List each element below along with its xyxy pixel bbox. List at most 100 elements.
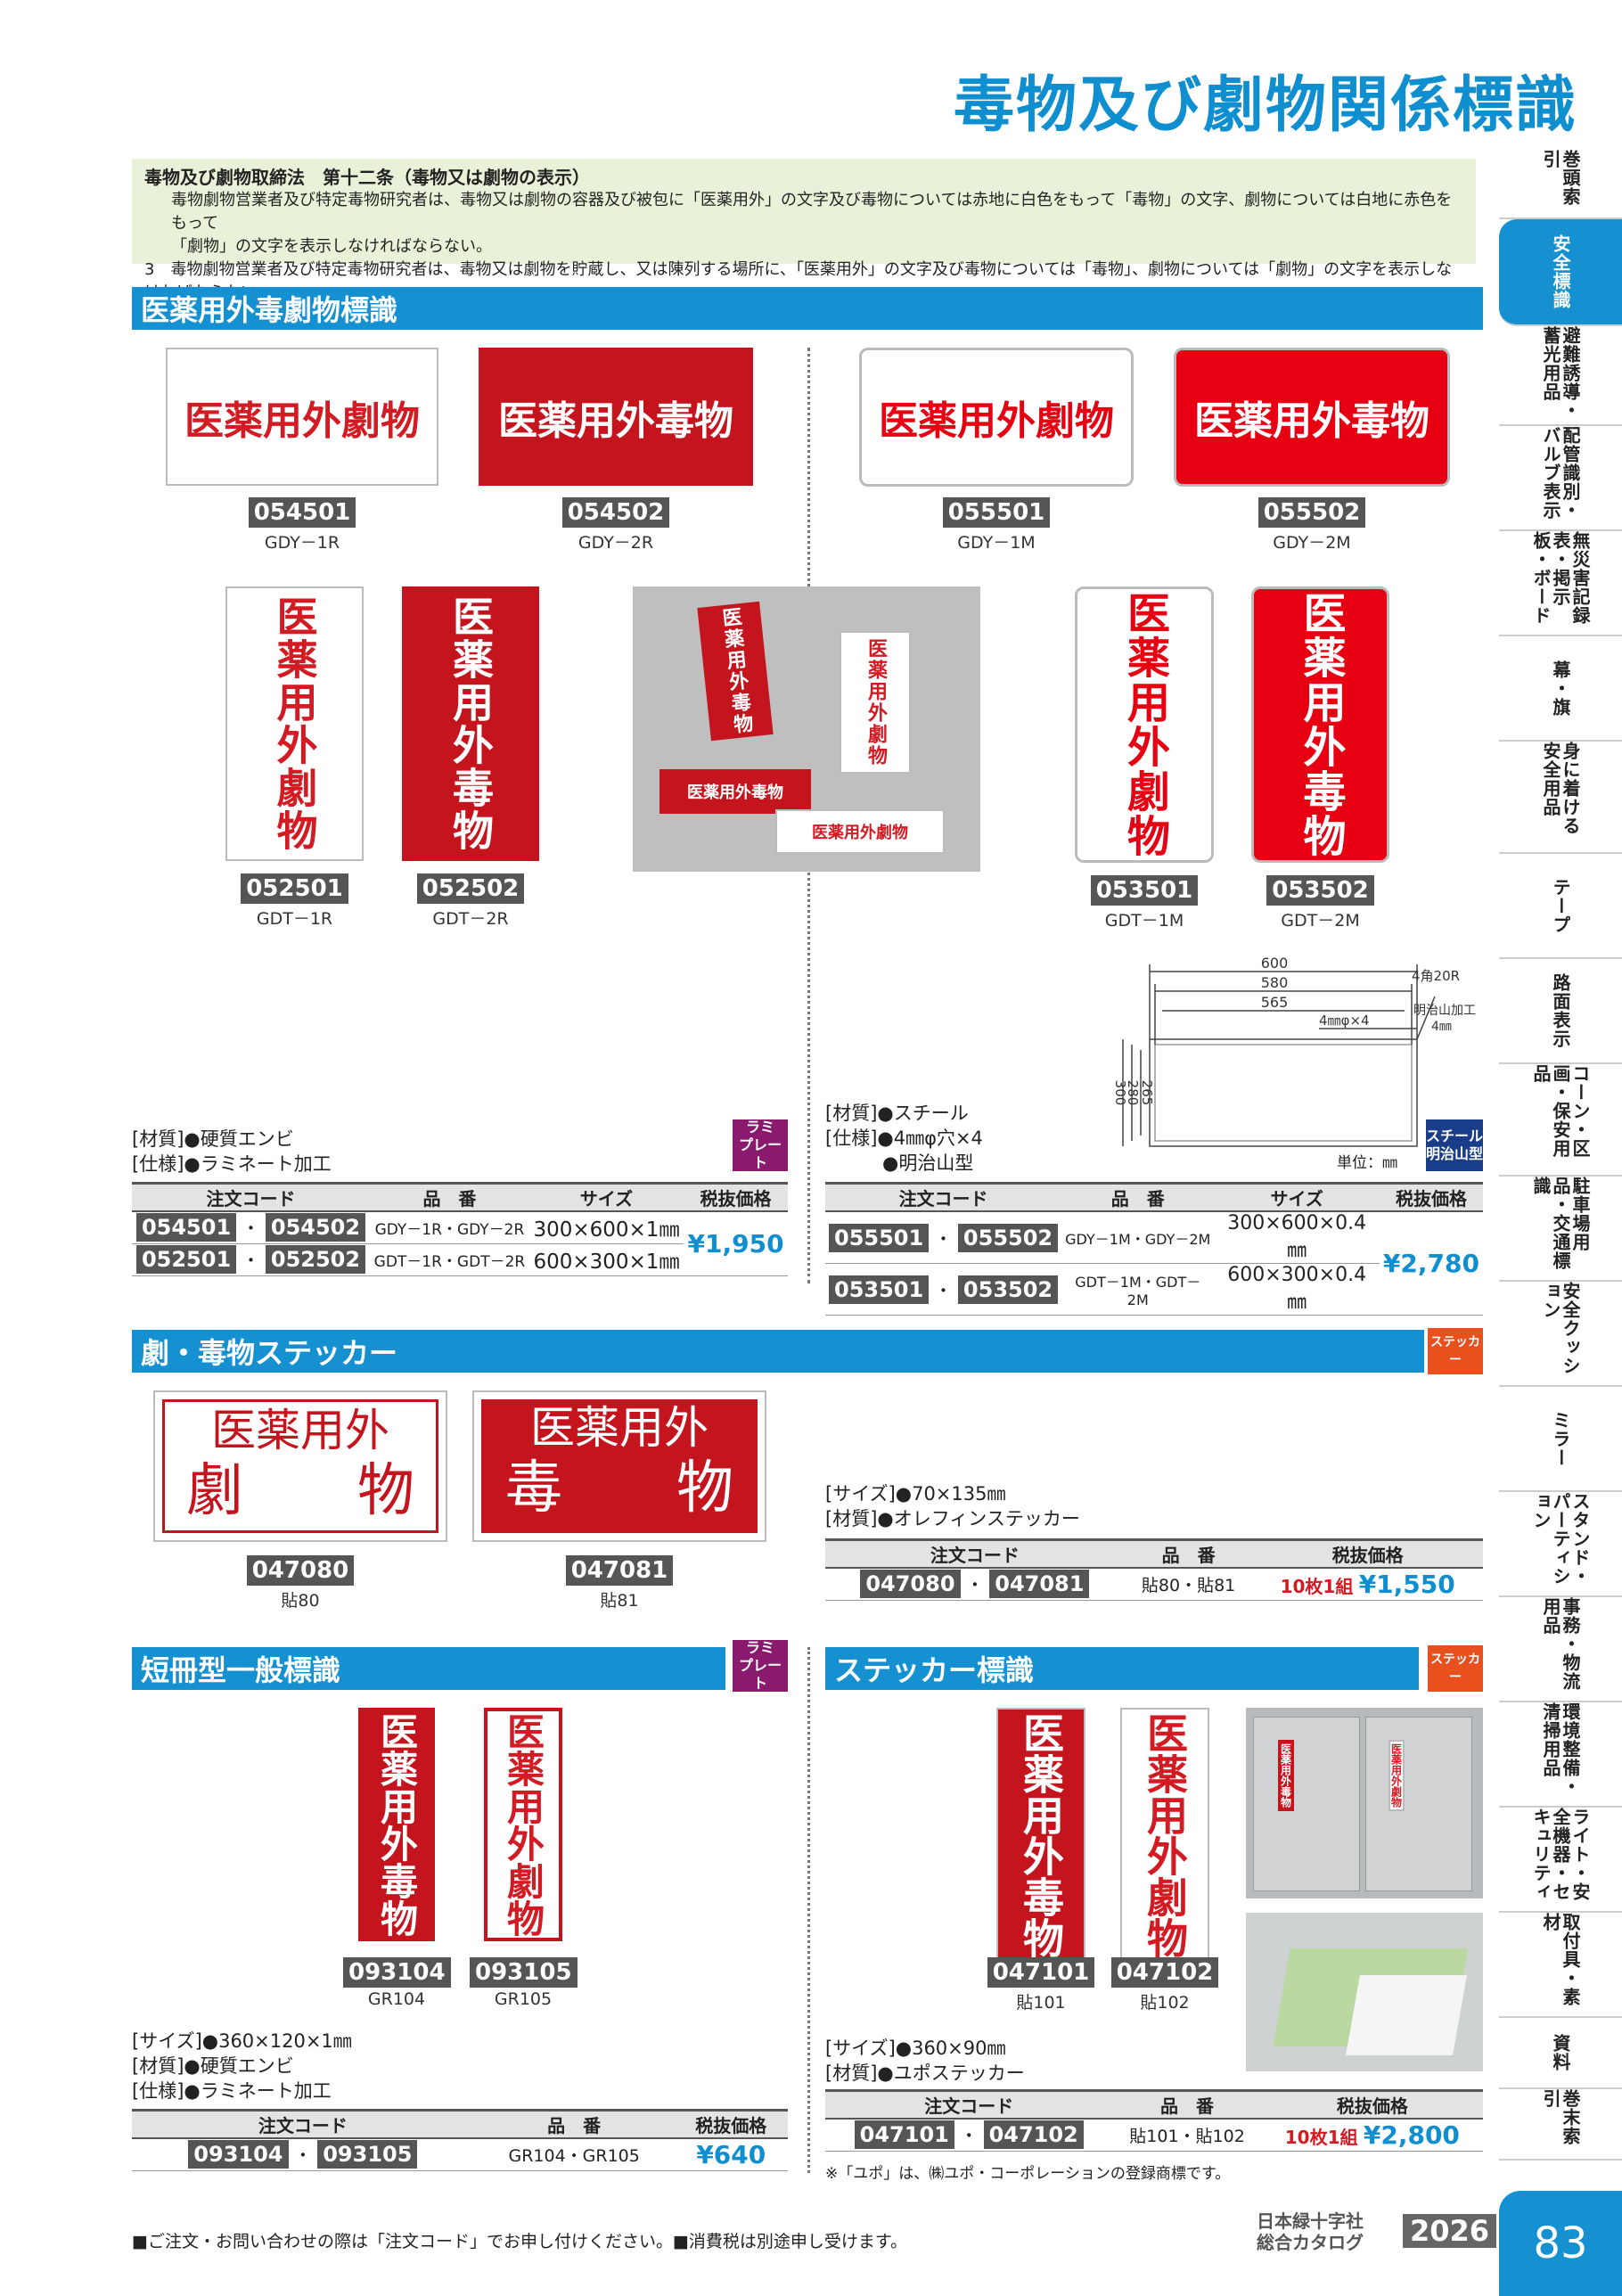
tab-label: 路面表示 <box>1550 973 1571 1048</box>
th-model: 品 番 <box>1061 1182 1215 1212</box>
tab-wearables[interactable]: 身に着ける安全用品 <box>1499 742 1622 854</box>
tab-label: コーン・区画・保安用品 <box>1530 1064 1591 1158</box>
photo-sticker-poison: 医薬用外毒物 <box>659 769 811 814</box>
tab-mirrors[interactable]: ミラー <box>1499 1387 1622 1492</box>
price: ¥2,800 <box>1363 2120 1460 2150</box>
tab-label: 配管識別・バルブ表示 <box>1540 426 1581 520</box>
dim-580: 580 <box>1261 974 1289 991</box>
order-code: 052501 <box>135 1245 237 1274</box>
sticker-badge: ステッカー <box>1428 1645 1483 1692</box>
law-paragraph-1b: 「劇物」の文字を表示しなければならない。 <box>171 237 492 256</box>
th-price: 税抜価格 <box>1261 2089 1483 2120</box>
tab-curtains[interactable]: 幕・旗 <box>1499 636 1622 742</box>
order-code: 052502 <box>416 873 525 904</box>
tab-label: スタンド・パーティション <box>1530 1492 1591 1586</box>
order-code: 047101 <box>854 2120 954 2150</box>
dim-300: 300 <box>1112 1080 1128 1106</box>
model-number: 貼81 <box>600 1591 639 1611</box>
sticker-badge: ステッカー <box>1428 1328 1483 1374</box>
order-code: 053501 <box>1090 875 1199 906</box>
page-title: 毒物及び劇物関係標識 <box>953 70 1577 141</box>
order-code: 053502 <box>957 1275 1059 1304</box>
order-code: 052501 <box>241 873 348 904</box>
catalog-year: 2026 <box>1403 2214 1497 2248</box>
tab-parking[interactable]: 駐車場用品・交通標識 <box>1499 1177 1622 1282</box>
tab-front-index[interactable]: 巻頭索引 <box>1499 150 1622 219</box>
left-spec: [材質]●硬質エンビ [仕様]●ラミネート加工 <box>132 1127 332 1177</box>
model-number: GDT－1R <box>256 909 333 929</box>
tab-label: 駐車場用品・交通標識 <box>1530 1177 1591 1270</box>
set-count: 10枚1組 <box>1284 2126 1358 2148</box>
dim-565: 565 <box>1261 994 1289 1011</box>
sign-093104: 医薬用外毒物 <box>358 1708 435 1941</box>
footer-note: ■ご注文・お問い合わせの際は「注文コード」でお申し付けください。■消費税は別途申… <box>132 2232 908 2251</box>
sign-052502: 医薬用外毒物 <box>402 586 539 861</box>
lami-plate-badge: ラミ プレート <box>733 1639 788 1692</box>
sign-054502: 医薬用外毒物 <box>479 348 753 486</box>
order-code: 047101 <box>987 1957 1095 1988</box>
sign-055502: 医薬用外毒物 <box>1174 348 1450 487</box>
tab-road-marking[interactable]: 路面表示 <box>1499 959 1622 1064</box>
tab-boards[interactable]: 無災害記録表・掲示板・ボード <box>1499 531 1622 636</box>
tab-label: 幕・旗 <box>1550 660 1571 717</box>
finish: [仕様]●4㎜φ穴×4 <box>825 1128 983 1149</box>
tab-piping[interactable]: 配管識別・バルブ表示 <box>1499 426 1622 531</box>
sticker-spec: [サイズ]●70×135㎜ [材質]●オレフィンステッカー <box>825 1481 1080 1531</box>
tab-label: 巻末索引 <box>1540 2089 1581 2145</box>
model-number: GDY－1R・GDY－2R <box>370 1211 529 1244</box>
sign-047102: 医薬用外劇物 <box>1120 1708 1209 1963</box>
order-code: 055502 <box>957 1223 1059 1252</box>
order-code: 054501 <box>248 497 356 528</box>
steel-badge: スチール 明治山型 <box>1426 1119 1483 1171</box>
tab-evacuation[interactable]: 避難誘導・蓄光用品 <box>1499 326 1622 426</box>
section-header-poison-signs: 医薬用外毒劇物標識 <box>132 287 1483 330</box>
size: 300×600×1㎜ <box>528 1211 684 1244</box>
section-title: 医薬用外毒劇物標識 <box>141 293 398 327</box>
material: [材質]●ユポステッカー <box>825 2062 1025 2084</box>
order-code: 093105 <box>470 1957 578 1988</box>
sign-055501: 医薬用外劇物 <box>859 348 1134 487</box>
tab-cushions[interactable]: 安全クッション <box>1499 1282 1622 1387</box>
strip-spec: [サイズ]●360×120×1㎜ [材質]●硬質エンビ [仕様]●ラミネート加工 <box>132 2029 352 2103</box>
model-number: GR105 <box>494 1989 553 2009</box>
tab-tape[interactable]: テープ <box>1499 854 1622 959</box>
tab-office[interactable]: 事務・物流用品 <box>1499 1597 1622 1702</box>
tab-stands[interactable]: スタンド・パーティション <box>1499 1492 1622 1597</box>
th-size: サイズ <box>1214 1182 1380 1212</box>
sign-053502: 医薬用外毒物 <box>1251 586 1389 863</box>
order-code: 055501 <box>942 497 1051 528</box>
law-box: 毒物及び劇物取締法 第十二条（毒物又は劇物の表示） 毒物劇物営業者及び特定毒物研… <box>132 159 1476 302</box>
material: [材質]●硬質エンビ <box>132 1128 294 1150</box>
tab-fittings[interactable]: 取付具・素材 <box>1499 1913 1622 2018</box>
tab-lights[interactable]: ライト・安全機器・セキュリティ <box>1499 1808 1622 1913</box>
model-number: 貼80 <box>281 1591 320 1611</box>
tab-back-index[interactable]: 巻末索引 <box>1499 2089 1622 2161</box>
tab-materials[interactable]: 資料 <box>1499 2018 1622 2089</box>
order-code: 093105 <box>317 2140 418 2169</box>
th-size: サイズ <box>528 1182 684 1212</box>
tab-safety-signs[interactable]: 安全標識 <box>1499 219 1622 326</box>
sticker-line-1: 医薬用外 <box>211 1405 389 1456</box>
model-number: 貼80・貼81 <box>1124 1568 1253 1601</box>
tab-cones[interactable]: コーン・区画・保安用品 <box>1499 1064 1622 1177</box>
company-line-2: 総合カタログ <box>1257 2232 1364 2253</box>
photo-sign-deleterious: 医薬用外劇物 <box>840 631 911 774</box>
model-number: 貼102 <box>1140 1993 1190 2013</box>
column-divider <box>807 1647 810 2173</box>
dim-corner: 4角20R <box>1412 968 1460 984</box>
tab-label: 環境整備・清掃用品 <box>1540 1702 1581 1796</box>
material: [材質]●スチール <box>825 1103 969 1124</box>
dim-meiji-2: 4㎜ <box>1431 1020 1452 1034</box>
price: ¥1,950 <box>684 1211 788 1276</box>
dim-meiji: 明治山加工 <box>1413 1004 1476 1018</box>
tab-cleaning[interactable]: 環境整備・清掃用品 <box>1499 1702 1622 1808</box>
model-number: GDT－1R・GDT－2R <box>370 1243 529 1276</box>
